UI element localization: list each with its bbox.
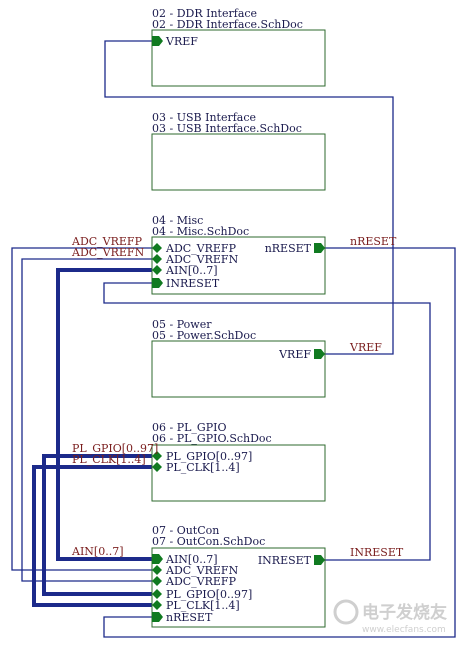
net-label-ain[interactable]: AIN[0..7] — [71, 545, 124, 558]
port-outcon-gpio: PL_GPIO[0..97] — [166, 588, 252, 601]
port-power-vref: VREF — [278, 348, 311, 361]
entry-arrow-icon[interactable] — [314, 349, 325, 359]
port-outcon-adc-vrefn: ADC_VREFN — [165, 564, 239, 577]
bus-pl-clk — [32, 465, 158, 607]
wire-inreset — [103, 282, 431, 561]
sheet-entries: VREF ADC_VREFP ADC_VREFN AIN[0..7] INRES… — [152, 35, 325, 624]
sheet-title: 03 - USB Interface — [152, 111, 256, 124]
port-misc-ain: AIN[0..7] — [165, 264, 218, 277]
port-ddr-vref: VREF — [165, 35, 198, 48]
entry-arrow-icon[interactable] — [314, 243, 325, 253]
sheet-usb[interactable]: 03 - USB Interface 03 - USB Interface.Sc… — [151, 111, 326, 191]
sheet-box[interactable] — [151, 133, 326, 191]
port-plgpio-gpio: PL_GPIO[0..97] — [166, 450, 252, 463]
sheet-file: 07 - OutCon.SchDoc — [152, 535, 265, 548]
sheet-title: 06 - PL_GPIO — [152, 421, 226, 434]
port-plgpio-clk: PL_CLK[1..4] — [166, 461, 240, 474]
watermark-sub: www.elecfans.com — [362, 625, 446, 635]
net-label-nreset[interactable]: nRESET — [350, 235, 397, 248]
port-misc-inreset: INRESET — [166, 277, 220, 290]
port-misc-adc-vrefp: ADC_VREFP — [165, 242, 237, 255]
sheet-title: 07 - OutCon — [152, 524, 219, 537]
sheet-file: 04 - Misc.SchDoc — [152, 225, 249, 238]
sheet-box[interactable] — [151, 29, 326, 87]
wire-nreset — [103, 247, 456, 638]
port-misc-adc-vrefn: ADC_VREFN — [165, 253, 239, 266]
port-outcon-nreset: nRESET — [166, 611, 213, 624]
sheet-box[interactable] — [151, 444, 326, 502]
sheet-title: 02 - DDR Interface — [152, 7, 257, 20]
wire-vref — [104, 40, 394, 355]
entry-diamond-icon[interactable] — [152, 243, 162, 253]
entry-arrow-icon[interactable] — [152, 612, 163, 622]
sheet-box[interactable] — [151, 340, 326, 398]
entry-diamond-icon[interactable] — [152, 600, 162, 610]
bus-pl-gpio — [42, 454, 158, 596]
port-outcon-adc-vrefp: ADC_VREFP — [165, 575, 237, 588]
watermark-main: 电子发烧友 — [362, 602, 447, 623]
port-outcon-ain: AIN[0..7] — [165, 553, 218, 566]
sheet-file: 02 - DDR Interface.SchDoc — [152, 18, 303, 31]
net-label-inreset[interactable]: INRESET — [350, 546, 404, 559]
sheet-misc[interactable]: 04 - Misc 04 - Misc.SchDoc — [151, 214, 326, 295]
sheet-plgpio[interactable]: 06 - PL_GPIO 06 - PL_GPIO.SchDoc — [151, 421, 326, 502]
net-label-pl-clk[interactable]: PL_CLK[1..4] — [72, 453, 146, 466]
sheet-power[interactable]: 05 - Power 05 - Power.SchDoc — [151, 318, 326, 398]
wire-adc-vrefn — [21, 258, 158, 582]
entry-diamond-icon[interactable] — [152, 576, 162, 586]
port-misc-nreset: nRESET — [265, 242, 312, 255]
net-label-adc-vrefn[interactable]: ADC_VREFN — [71, 246, 145, 259]
port-outcon-clk: PL_CLK[1..4] — [166, 599, 240, 612]
watermark-logo-icon — [333, 599, 359, 625]
bus-ain — [56, 268, 158, 561]
net-label-vref[interactable]: VREF — [349, 341, 382, 354]
sheet-outcon[interactable]: 07 - OutCon 07 - OutCon.SchDoc — [151, 524, 326, 628]
entry-diamond-icon[interactable] — [152, 254, 162, 264]
sheet-box[interactable] — [151, 236, 326, 295]
sheet-file: 05 - Power.SchDoc — [152, 329, 256, 342]
net-label-pl-gpio[interactable]: PL_GPIO[0..97] — [72, 442, 158, 455]
sheet-file: 03 - USB Interface.SchDoc — [152, 122, 302, 135]
net-labels: ADC_VREFP ADC_VREFN nRESET VREF PL_GPIO[… — [71, 235, 404, 559]
port-outcon-inreset: INRESET — [258, 554, 312, 567]
entry-diamond-icon[interactable] — [152, 589, 162, 599]
entry-diamond-icon[interactable] — [152, 462, 162, 472]
entry-arrow-icon[interactable] — [152, 554, 163, 564]
entry-arrow-icon[interactable] — [152, 36, 163, 46]
wire-adc-vrefp — [11, 247, 158, 571]
entry-arrow-icon[interactable] — [152, 278, 163, 288]
entry-diamond-icon[interactable] — [152, 265, 162, 275]
entry-diamond-icon[interactable] — [152, 451, 162, 461]
net-label-adc-vrefp[interactable]: ADC_VREFP — [71, 235, 143, 248]
entry-arrow-icon[interactable] — [314, 555, 325, 565]
sheet-title: 05 - Power — [152, 318, 212, 331]
wires — [11, 40, 456, 638]
sheet-box[interactable] — [151, 547, 326, 628]
entry-diamond-icon[interactable] — [152, 565, 162, 575]
sheet-title: 04 - Misc — [152, 214, 203, 227]
watermark: 电子发烧友 www.elecfans.com — [333, 599, 447, 635]
sheet-ddr[interactable]: 02 - DDR Interface 02 - DDR Interface.Sc… — [151, 7, 326, 87]
sheet-file: 06 - PL_GPIO.SchDoc — [152, 432, 272, 445]
buses — [32, 268, 158, 607]
